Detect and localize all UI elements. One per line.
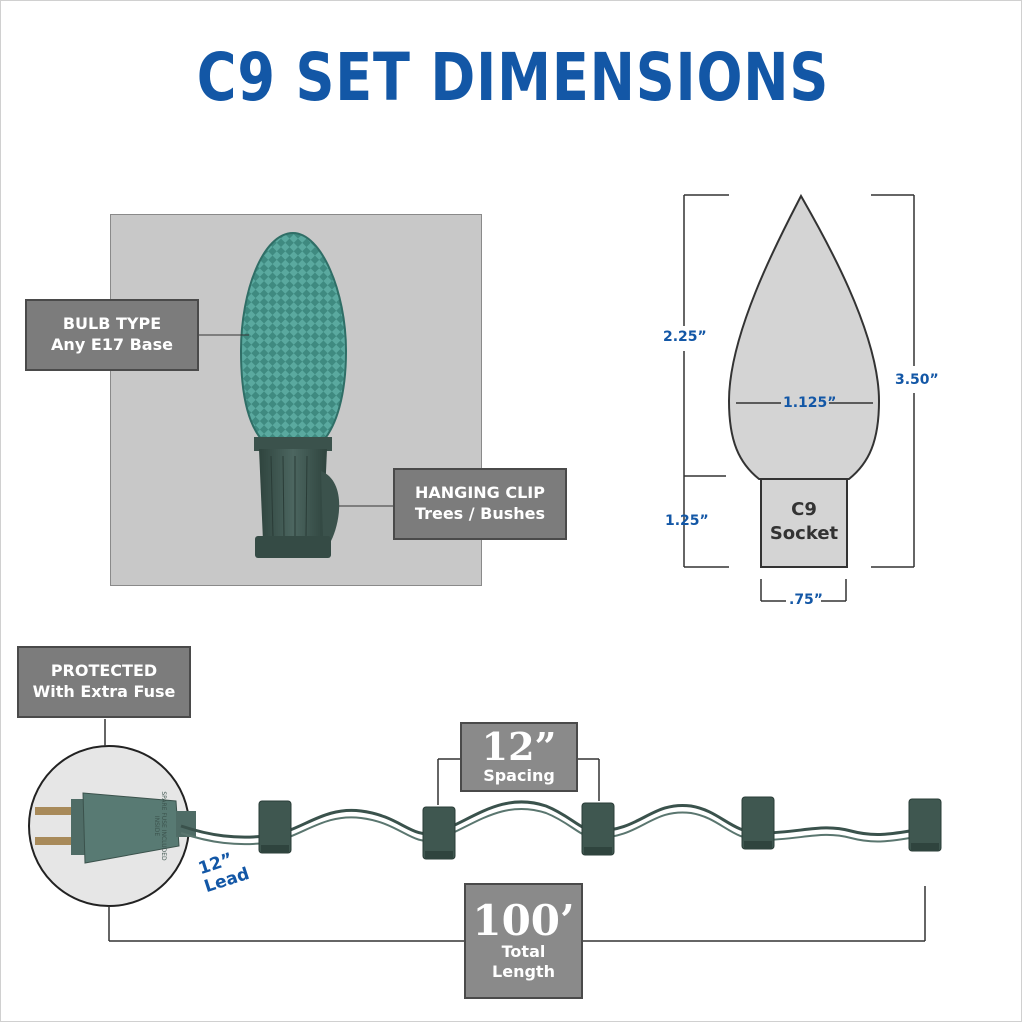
hanging-clip-title: HANGING CLIP — [415, 483, 545, 503]
plug-text-3: INCLUDED — [160, 829, 167, 861]
total-length-line2: Length — [492, 962, 555, 981]
bulb-type-title: BULB TYPE — [62, 314, 162, 334]
bulb-photo — [239, 231, 348, 558]
string-wire — [180, 800, 927, 839]
protected-label: PROTECTED With Extra Fuse — [17, 646, 191, 718]
total-height-label: 3.50” — [895, 372, 939, 388]
protected-title: PROTECTED — [50, 661, 158, 681]
socket-width-label: .75” — [789, 592, 824, 608]
spacing-value: 12” — [481, 724, 557, 769]
total-length-value: 100’ — [472, 896, 575, 945]
total-length-bracket — [108, 886, 926, 942]
bulb-type-subtitle: Any E17 Base — [51, 335, 173, 354]
spacing-label: Spacing — [483, 766, 555, 785]
total-length-box: 100’ Total Length — [464, 883, 583, 999]
plug-text-4: INSIDE — [153, 815, 161, 837]
plug-text-1: SPARE — [160, 791, 167, 811]
hanging-clip-label: HANGING CLIP Trees / Bushes — [393, 468, 567, 540]
bulb-height-label: 2.25” — [663, 329, 707, 345]
total-length-line1: Total — [501, 942, 546, 961]
protected-subtitle: With Extra Fuse — [32, 682, 176, 701]
socket-label-line2: Socket — [769, 523, 839, 545]
bulb-type-label: BULB TYPE Any E17 Base — [25, 299, 199, 371]
bulb-dimension-diagram — [683, 193, 915, 602]
spacing-bracket — [437, 758, 600, 805]
hanging-clip-subtitle: Trees / Bushes — [414, 504, 546, 523]
plug-zoom — [28, 745, 196, 907]
socket-height-label: 1.25” — [665, 513, 709, 529]
string-sockets — [258, 796, 942, 860]
bulb-width-label: 1.125” — [783, 395, 837, 411]
spacing-box: 12” Spacing — [460, 722, 578, 792]
socket-label-line1: C9 — [791, 499, 817, 520]
page-title: C9 SET DIMENSIONS — [196, 39, 830, 116]
plug-embossed-text: SPARE FUSE INCLUDED INSIDE — [153, 786, 167, 866]
plug-text-2: FUSE — [160, 812, 167, 828]
socket-label: C9 Socket — [761, 498, 847, 547]
